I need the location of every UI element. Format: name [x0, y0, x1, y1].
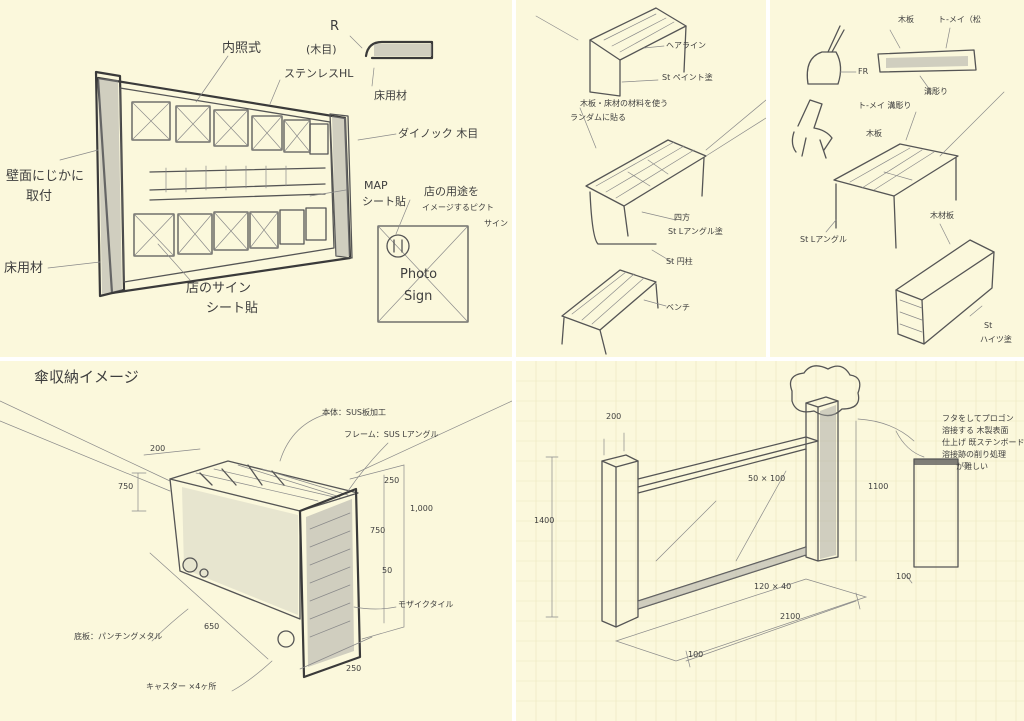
label-frp: FR [858, 67, 869, 76]
label-plank-top: 木板 [866, 129, 882, 138]
label-wood-random-2: ランダムに貼る [570, 113, 626, 122]
label-bottom-plate: 底板：パンチングメタル [74, 632, 163, 641]
gate-dim-1400: 1400 [534, 516, 555, 525]
gate-dim-100-b: 100 [688, 650, 704, 659]
gate-note-1: フタをしてプロゴン [942, 414, 1014, 423]
label-stainless-hairline: ステンレスHL [284, 67, 354, 80]
label-r-wood: (木目) [306, 43, 337, 56]
label-pine-groove: ト-メイ 溝彫り [858, 101, 912, 110]
label-base-material-top: 床用材 [374, 89, 407, 102]
dim-50: 50 [382, 566, 393, 575]
label-caster: キャスター ×4ヶ所 [146, 682, 217, 691]
label-bench: ベンチ [666, 303, 690, 312]
label-shop-sign-sheet: シート貼 [206, 301, 259, 316]
label-st-side: St [984, 321, 993, 330]
gate-note-4: 溶接跡の削り処理 [942, 450, 1006, 459]
label-wall-mount: 壁面にじかに [6, 169, 85, 184]
label-pictogram-note-2: イメージするピクト [422, 203, 494, 212]
label-tree-plank: 木板 [898, 15, 914, 24]
label-pictogram-note: 店の用途を [424, 185, 479, 198]
label-body-material: 本体：SUS板加工 [322, 408, 387, 417]
signboard-drawing [47, 35, 469, 323]
sheet-signboard-sketch: 内照式 ステンレスHL R (木目) 床用材 ダイノック 木目 壁面にじかに 取… [0, 0, 512, 357]
label-st-angle: St Lアングル [800, 235, 847, 244]
label-map-sheet: シート貼 [362, 195, 406, 208]
storage-drawing [0, 400, 512, 692]
label-angle-frame-2: St Lアングル塗 [668, 227, 723, 236]
dim-250-b: 250 [346, 664, 362, 673]
gate-dim-50x100: 50 × 100 [748, 474, 786, 483]
label-frame-material: フレーム：SUS Lアングル [344, 430, 439, 439]
label-map: MAP [364, 179, 388, 192]
storage-title: 傘収納イメージ [34, 368, 139, 386]
label-st-paint: St ペイント塗 [662, 73, 713, 82]
label-groove: 溝彫り [924, 87, 948, 96]
sheet-storage-sketch: 傘収納イメージ 本体：SUS板加工 フレーム：SUS Lアングル 200 750… [0, 361, 512, 721]
label-shop-sign: 店のサイン [186, 281, 252, 296]
label-st-leg: St 円柱 [666, 257, 693, 266]
label-r: R [330, 19, 340, 34]
label-mosaic-tile: モザイクタイル [398, 600, 454, 609]
gate-dim-120x40: 120 × 40 [754, 582, 792, 591]
sheet-tables-sketch: ヘアライン St ペイント塗 木板・床材の材料を使う ランダムに貼る 四方 St… [516, 0, 766, 357]
dim-200: 200 [150, 444, 166, 453]
label-dynoc-wood: ダイノック 木目 [398, 127, 479, 140]
label-st-side-paint: ハイツ塗 [980, 335, 1012, 344]
gate-drawing [516, 361, 1024, 721]
dim-250: 250 [384, 476, 400, 485]
sheet-furniture-sketch: 木板 ト-メイ（松 FR 溝彫り 木板 ト-メイ 溝彫り St Lアングル 木材… [770, 0, 1024, 357]
label-wood-plank: 木材板 [930, 211, 954, 220]
label-hairline: ヘアライン [666, 41, 706, 50]
label-photo: Photo [400, 267, 438, 282]
furniture-drawing [791, 25, 1005, 345]
label-wall-mount-2: 取付 [26, 189, 53, 204]
dim-650: 650 [204, 622, 220, 631]
gate-note-2: 溶接する 木製表面 [942, 426, 1009, 435]
gate-note-3: 仕上げ 既ステンボード [942, 438, 1024, 447]
label-sign: Sign [404, 289, 433, 304]
sheet-gate-sketch: 200 50 × 100 1400 1100 120 × 40 2100 100… [516, 361, 1024, 721]
gate-dim-1100: 1100 [868, 482, 889, 491]
tables-drawing [535, 7, 766, 355]
label-base-material-left: 床用材 [4, 261, 44, 276]
label-angle-frame: 四方 [674, 213, 690, 222]
gate-dim-100: 100 [896, 572, 912, 581]
dim-750-b: 750 [370, 526, 386, 535]
label-inner-illumination: 内照式 [222, 41, 262, 56]
label-pine: ト-メイ（松 [938, 15, 981, 24]
dim-1000: 1,000 [410, 504, 433, 513]
gate-note-5: が難しい [956, 462, 988, 471]
label-pictogram-note-3: サイン [484, 219, 508, 228]
dim-750: 750 [118, 482, 134, 491]
gate-dim-200: 200 [606, 412, 622, 421]
gate-dim-2100: 2100 [780, 612, 801, 621]
label-wood-random: 木板・床材の材料を使う [580, 99, 668, 108]
